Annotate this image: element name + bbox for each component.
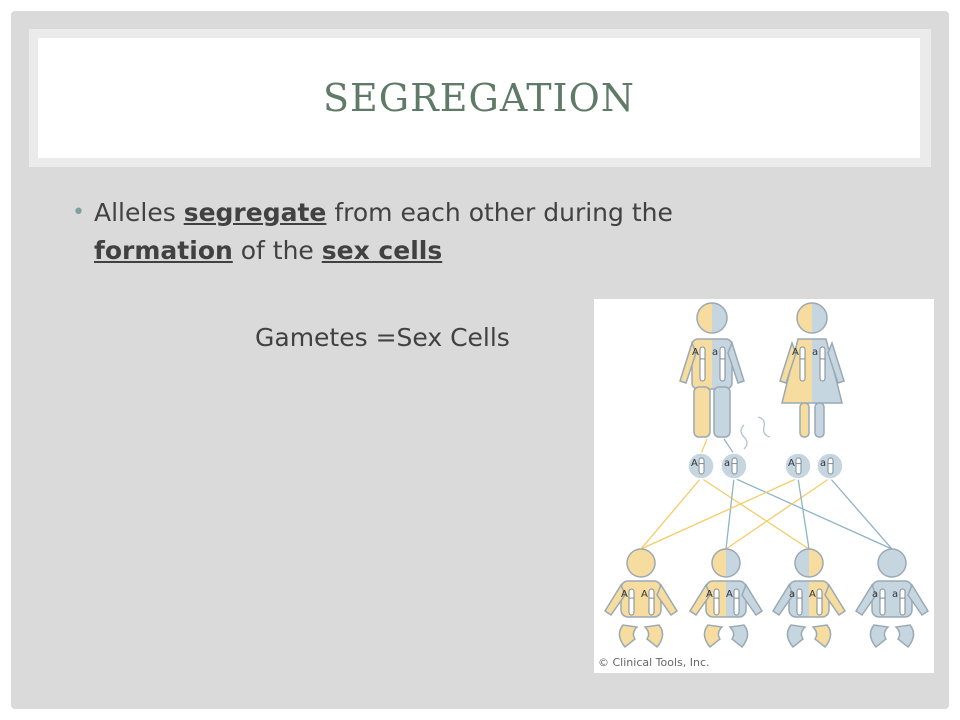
connection-line <box>797 477 810 550</box>
gametes-caption: Gametes =Sex Cells <box>255 323 510 352</box>
allele-label: a <box>820 458 826 469</box>
bullet-item: • Alleles segregate from each other duri… <box>72 194 812 270</box>
gamete-a: a <box>720 452 748 480</box>
slide-title: SEGREGATION <box>323 76 635 120</box>
allele-label: A <box>726 589 733 600</box>
allele-label: A <box>788 458 795 469</box>
connection-line <box>723 438 735 455</box>
sperm-tail-icon <box>757 416 771 438</box>
gamete-chromosome: A <box>691 457 705 475</box>
allele-label: a <box>872 589 878 600</box>
connection-line <box>700 477 810 550</box>
adult-body <box>779 302 845 438</box>
chromosome-right: A <box>809 588 823 616</box>
allele-label: A <box>792 347 799 358</box>
bullet-text-part: Alleles <box>94 198 184 227</box>
keyword-formation: formation <box>94 236 233 265</box>
chromosome-right: A <box>641 588 655 616</box>
chromosome-left: A <box>621 588 635 616</box>
chromosome-A: A <box>792 346 806 382</box>
child-body <box>854 548 930 649</box>
connection-line <box>700 438 708 455</box>
bullet-text-part: of the <box>232 236 322 265</box>
gamete-a: a <box>816 452 844 480</box>
connection-lines <box>640 416 893 550</box>
gamete-chromosome: A <box>788 457 802 475</box>
allele-label: a <box>892 589 898 600</box>
bullet-text-part: from each other during the <box>326 198 673 227</box>
chromosome-left: a <box>872 588 886 616</box>
sperm-tail-icon <box>740 424 748 450</box>
gamete-chromosome: a <box>724 457 738 475</box>
allele-label: a <box>789 589 795 600</box>
adult-body <box>679 302 745 438</box>
connection-line <box>733 477 893 550</box>
chromosome-right: a <box>892 588 906 616</box>
gamete-A: A <box>687 452 715 480</box>
allele-label: A <box>692 347 699 358</box>
bullet-dot-icon: • <box>72 200 85 225</box>
allele-label: A <box>691 458 698 469</box>
gamete-A: A <box>784 452 812 480</box>
bullet-text: Alleles segregate from each other during… <box>94 194 812 270</box>
gamete-chromosome: a <box>820 457 834 475</box>
chromosome-left: a <box>789 588 803 616</box>
connection-line <box>640 477 799 550</box>
allele-label: a <box>812 347 818 358</box>
chromosome-A: A <box>692 346 706 382</box>
allele-label: A <box>641 589 648 600</box>
copyright-label: © Clinical Tools, Inc. <box>598 656 710 669</box>
allele-label: a <box>712 347 718 358</box>
title-box: SEGREGATION <box>38 38 920 158</box>
keyword-sex-cells: sex cells <box>321 236 443 265</box>
connection-line <box>829 477 893 550</box>
allele-label: A <box>621 589 628 600</box>
allele-label: a <box>724 458 730 469</box>
chromosome-a: a <box>812 346 826 382</box>
chromosome-left: A <box>706 588 720 616</box>
chromosome-a: a <box>712 346 726 382</box>
connection-line <box>725 477 831 550</box>
connection-line <box>725 477 735 550</box>
chromosome-right: A <box>726 588 740 616</box>
keyword-segregate: segregate <box>183 198 327 227</box>
connection-line <box>640 477 702 550</box>
allele-label: A <box>706 589 713 600</box>
allele-label: A <box>809 589 816 600</box>
